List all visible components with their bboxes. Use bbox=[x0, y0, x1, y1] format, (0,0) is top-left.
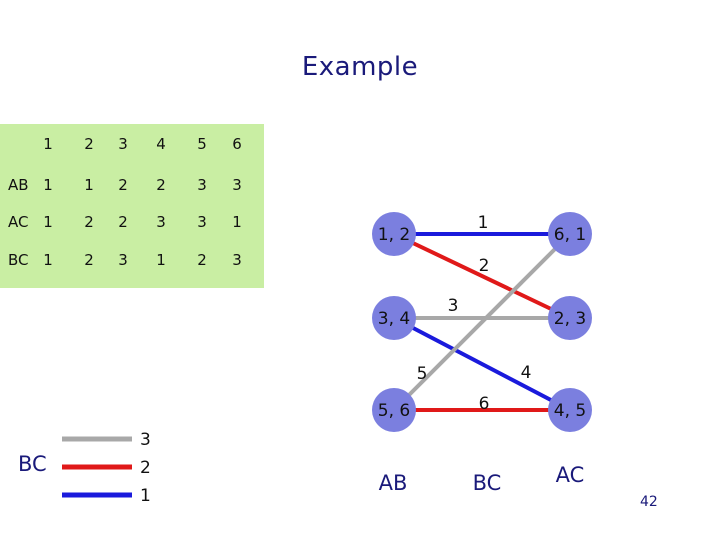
edge-label: 5 bbox=[417, 364, 428, 384]
graph-node bbox=[372, 296, 416, 340]
node-label: 2, 3 bbox=[554, 309, 586, 329]
table-row-label: BC bbox=[8, 251, 29, 269]
graph-node bbox=[548, 212, 592, 256]
table-header-cell: 4 bbox=[156, 135, 166, 153]
table-cell: 3 bbox=[197, 213, 207, 231]
graph-node bbox=[548, 296, 592, 340]
node-layer: 1, 2 6, 1 3, 4 2, 3 5, 6 4, 5 bbox=[372, 212, 592, 432]
edge-label-layer: 1 23 4 6 5 bbox=[417, 213, 532, 414]
slide-title: Example bbox=[301, 52, 419, 82]
table-cell: 3 bbox=[197, 176, 207, 194]
table-cell: 2 bbox=[84, 251, 94, 269]
legend-number: 3 bbox=[140, 430, 151, 450]
edge-label: 3 bbox=[448, 296, 459, 316]
edge-label: 1 bbox=[478, 213, 489, 233]
table-cell: 2 bbox=[118, 176, 128, 194]
table-header-cell: 2 bbox=[84, 135, 94, 153]
table-row-label: AB bbox=[8, 176, 29, 194]
graph-node bbox=[372, 212, 416, 256]
table-cell: 3 bbox=[232, 176, 242, 194]
table-cell: 2 bbox=[84, 213, 94, 231]
table-cell: 2 bbox=[156, 176, 166, 194]
column-label: BC bbox=[473, 471, 502, 495]
node-label: 1, 2 bbox=[378, 225, 410, 245]
edge-label: 2 bbox=[479, 256, 490, 276]
graph-node bbox=[548, 388, 592, 432]
legend-title: BC bbox=[18, 452, 47, 476]
table-cell: 1 bbox=[43, 213, 53, 231]
legend-number: 1 bbox=[140, 486, 151, 506]
legend-number: 2 bbox=[140, 458, 151, 478]
table-row-label: AC bbox=[8, 213, 29, 231]
table-cell: 1 bbox=[84, 176, 94, 194]
page-number: 42 bbox=[640, 494, 658, 510]
table-cell: 2 bbox=[118, 213, 128, 231]
assignment-table: 1 2 3 4 5 6 AB 1 1 2 2 3 3 AC 1 2 2 3 3 … bbox=[0, 124, 264, 288]
table-cell: 3 bbox=[232, 251, 242, 269]
edge-label: 4 bbox=[521, 363, 532, 383]
table-cell: 1 bbox=[156, 251, 166, 269]
table-header-cell: 5 bbox=[197, 135, 207, 153]
column-label-layer: AB BC AC bbox=[379, 463, 585, 495]
table-cell: 1 bbox=[43, 176, 53, 194]
table-header-cell: 6 bbox=[232, 135, 242, 153]
graph-edge bbox=[393, 232, 571, 320]
table-cell: 2 bbox=[197, 251, 207, 269]
column-label: AB bbox=[379, 471, 408, 495]
table-cell: 3 bbox=[156, 213, 166, 231]
table-cell: 1 bbox=[232, 213, 242, 231]
node-label: 3, 4 bbox=[378, 309, 410, 329]
table-header-cell: 3 bbox=[118, 135, 128, 153]
edge-label: 6 bbox=[479, 394, 490, 414]
node-label: 5, 6 bbox=[378, 401, 410, 421]
table-cell: 1 bbox=[43, 251, 53, 269]
node-label: 4, 5 bbox=[554, 401, 586, 421]
graph-node bbox=[372, 388, 416, 432]
graph-edge bbox=[393, 316, 571, 412]
edge-layer bbox=[392, 232, 572, 412]
graph-edge bbox=[392, 232, 572, 412]
node-label: 6, 1 bbox=[554, 225, 586, 245]
table-cell: 3 bbox=[118, 251, 128, 269]
table-header-cell: 1 bbox=[43, 135, 53, 153]
column-label: AC bbox=[556, 463, 585, 487]
